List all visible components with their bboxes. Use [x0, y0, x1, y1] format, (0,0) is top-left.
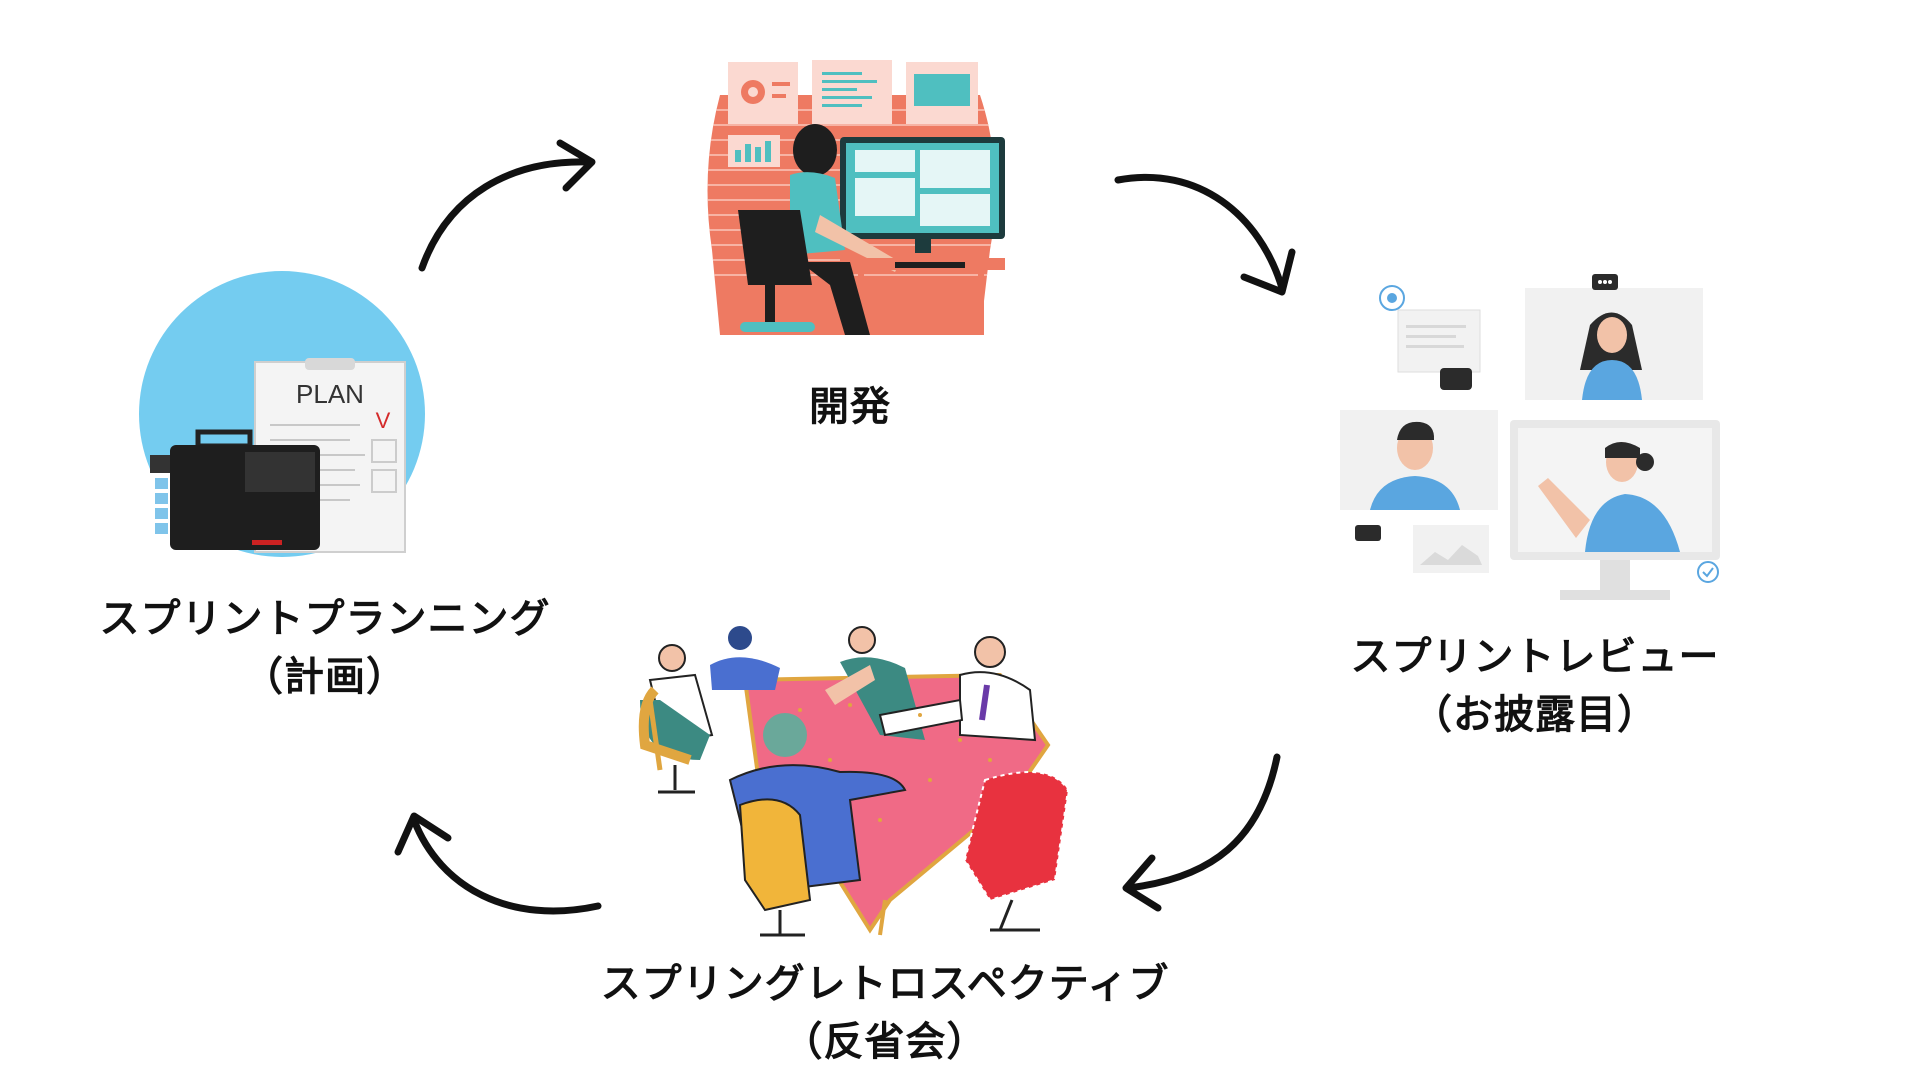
arrow-icon	[394, 812, 602, 915]
arrow-icon	[1122, 753, 1281, 912]
arrow-icon	[1114, 173, 1296, 296]
review-subtitle: （お披露目）	[1412, 692, 1658, 738]
retrospective-label: スプリングレトロスペクティブ （反省会）	[540, 955, 1230, 1071]
retrospective-subtitle: （反省会）	[782, 1019, 988, 1065]
planning-label: スプリントプランニング （計画）	[55, 590, 595, 706]
development-label: 開発	[760, 378, 940, 436]
review-label: スプリントレビュー （お披露目）	[1315, 628, 1755, 744]
planning-subtitle: （計画）	[243, 654, 407, 700]
arrow-icon	[418, 139, 596, 272]
retrospective-title: スプリングレトロスペクティブ	[600, 961, 1170, 1007]
development-title: 開発	[809, 384, 891, 430]
planning-title: スプリントプランニング	[99, 596, 551, 642]
review-title: スプリントレビュー	[1350, 634, 1720, 680]
